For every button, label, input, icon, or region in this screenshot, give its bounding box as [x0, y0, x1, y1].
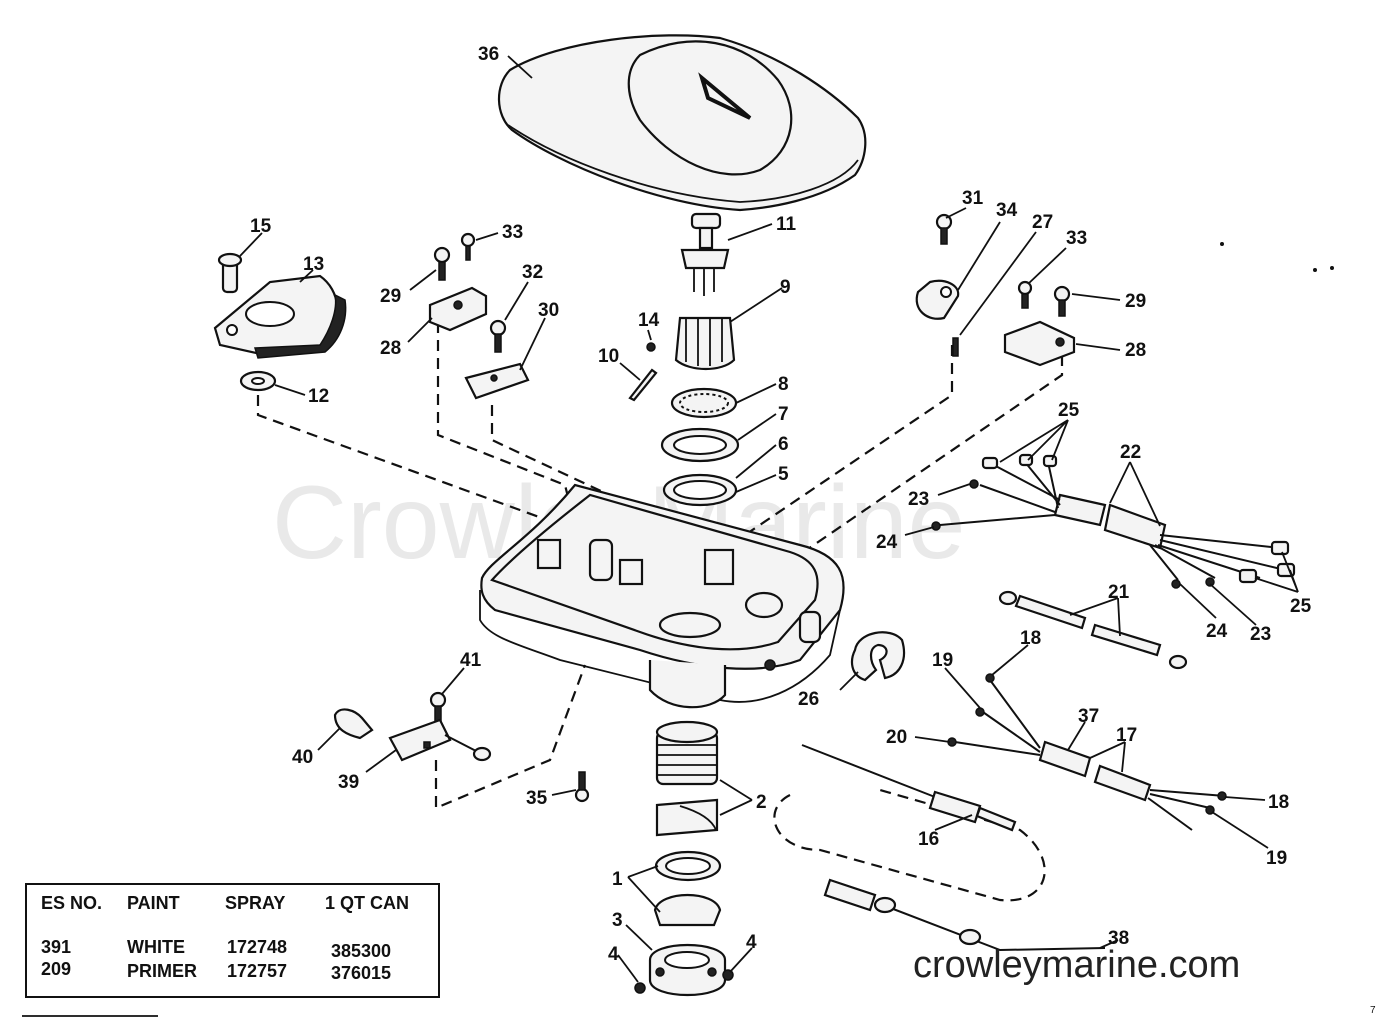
callout-32: 32: [522, 262, 543, 283]
callout-23: 23: [908, 489, 929, 510]
callout-5: 5: [778, 464, 789, 485]
callout-18b: 18: [1268, 792, 1289, 813]
callout-39: 39: [338, 772, 359, 793]
speck: [1220, 242, 1224, 246]
paint-spec-table: ES NO. PAINT SPRAY 1 QT CAN 391 WHITE 17…: [25, 883, 440, 998]
callout-33: 33: [502, 222, 523, 243]
callout-29: 29: [380, 286, 401, 307]
callout-16: 16: [918, 829, 939, 850]
callout-31: 31: [962, 188, 984, 209]
table-header-paint: PAINT: [127, 893, 180, 913]
callout-leaders: [239, 55, 1299, 983]
callout-34: 34: [996, 200, 1018, 221]
callout-18: 18: [1020, 628, 1041, 649]
callout-38: 38: [1108, 928, 1129, 949]
callout-1: 1: [612, 869, 623, 890]
speck: [1330, 266, 1334, 270]
callout-numbers: 36 11 15 13 33 29 28 32 30 9 14 10 8 7 6…: [250, 44, 1312, 965]
part-lower-stack: [574, 720, 734, 996]
callout-20: 20: [886, 727, 907, 748]
callout-28b: 28: [1125, 340, 1146, 361]
part-stem-assembly: [628, 212, 740, 507]
part-left-cam: [213, 252, 347, 392]
callout-24: 24: [876, 532, 898, 553]
part-left-brackets: [428, 232, 530, 400]
part-cable-21: [998, 590, 1188, 670]
callout-29b: 29: [1125, 291, 1146, 312]
callout-6: 6: [778, 434, 789, 455]
part-cables-16-38: [801, 744, 1106, 952]
callout-14: 14: [638, 310, 660, 331]
callout-21: 21: [1108, 582, 1130, 603]
table-header-qt-can: 1 QT CAN: [325, 893, 410, 913]
callout-2: 2: [756, 792, 767, 813]
site-url: crowleymarine.com: [913, 944, 1240, 986]
callout-33b: 33: [1066, 228, 1087, 249]
callout-40: 40: [292, 747, 313, 768]
table-cell: 209: [41, 959, 72, 979]
callout-9: 9: [780, 277, 791, 298]
callout-25b: 25: [1290, 596, 1312, 617]
callout-11: 11: [776, 214, 797, 235]
callout-17: 17: [1116, 725, 1137, 746]
callout-28: 28: [380, 338, 401, 359]
callout-19b: 19: [1266, 848, 1287, 869]
assembly-dashed-lines: [256, 322, 1064, 902]
callout-10: 10: [598, 346, 619, 367]
part-right-brackets: [915, 213, 1076, 367]
callout-19: 19: [932, 650, 953, 671]
callout-8: 8: [778, 374, 789, 395]
table-cell: 172748: [227, 937, 288, 957]
speck: [1313, 268, 1317, 272]
callout-35: 35: [526, 788, 548, 809]
table-header-spray: SPRAY: [225, 893, 286, 913]
part-ground-lead: [333, 691, 492, 762]
callout-26: 26: [798, 689, 819, 710]
callout-3: 3: [612, 910, 623, 931]
table-cell: 385300: [331, 941, 392, 961]
table-cell: 376015: [331, 963, 392, 983]
part-harness-upper: [931, 453, 1296, 589]
table-cell: 172757: [227, 961, 288, 981]
callout-36: 36: [478, 44, 499, 65]
callout-24b: 24: [1206, 621, 1228, 642]
callout-15: 15: [250, 216, 272, 237]
table-cell: 391: [41, 937, 72, 957]
callout-7: 7: [778, 404, 789, 425]
callout-27: 27: [1032, 212, 1053, 233]
callout-37: 37: [1078, 706, 1099, 727]
callout-41: 41: [460, 650, 482, 671]
callout-23b: 23: [1250, 624, 1271, 645]
callout-30: 30: [538, 300, 559, 321]
part-clamp: [850, 631, 906, 682]
corner-mark: 7: [1370, 1005, 1376, 1016]
callout-25: 25: [1058, 400, 1080, 421]
part-cover: [497, 34, 867, 212]
table-cell: PRIMER: [127, 961, 198, 981]
callout-4b: 4: [746, 932, 757, 953]
table-cell: WHITE: [127, 937, 185, 957]
callout-22: 22: [1120, 442, 1141, 463]
table-header-es-no: ES NO.: [41, 893, 103, 913]
callout-4: 4: [608, 944, 619, 965]
callout-12: 12: [308, 386, 329, 407]
part-housing: [479, 483, 845, 709]
callout-13: 13: [303, 254, 324, 275]
part-harness-lower: [947, 673, 1227, 831]
